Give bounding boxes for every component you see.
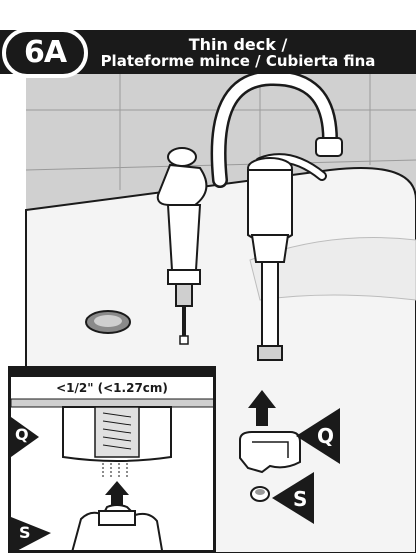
inset-threaded-shaft — [103, 463, 127, 479]
deck-section — [11, 399, 216, 407]
nut-part-s — [251, 487, 269, 501]
inset-artwork — [11, 369, 216, 553]
inset-s-pointer — [11, 517, 51, 553]
bracket-part-q — [240, 432, 300, 472]
step-title-line2: Plateforme mince / Cubierta fina — [60, 52, 416, 70]
inset-bracket-q — [63, 407, 171, 461]
inset-s-label: S — [19, 523, 31, 542]
deck-hole-inner — [94, 315, 122, 327]
spout-tip — [316, 138, 342, 156]
inset-nut-s — [99, 511, 135, 525]
detail-inset: <1/2" (<1.27cm) — [8, 366, 216, 553]
inset-up-arrow — [105, 481, 129, 507]
step-number-badge: 6A — [2, 28, 88, 78]
inset-q-label: Q — [15, 425, 29, 444]
q-callout-label: Q — [317, 424, 334, 448]
s-callout-label: S — [293, 487, 307, 511]
